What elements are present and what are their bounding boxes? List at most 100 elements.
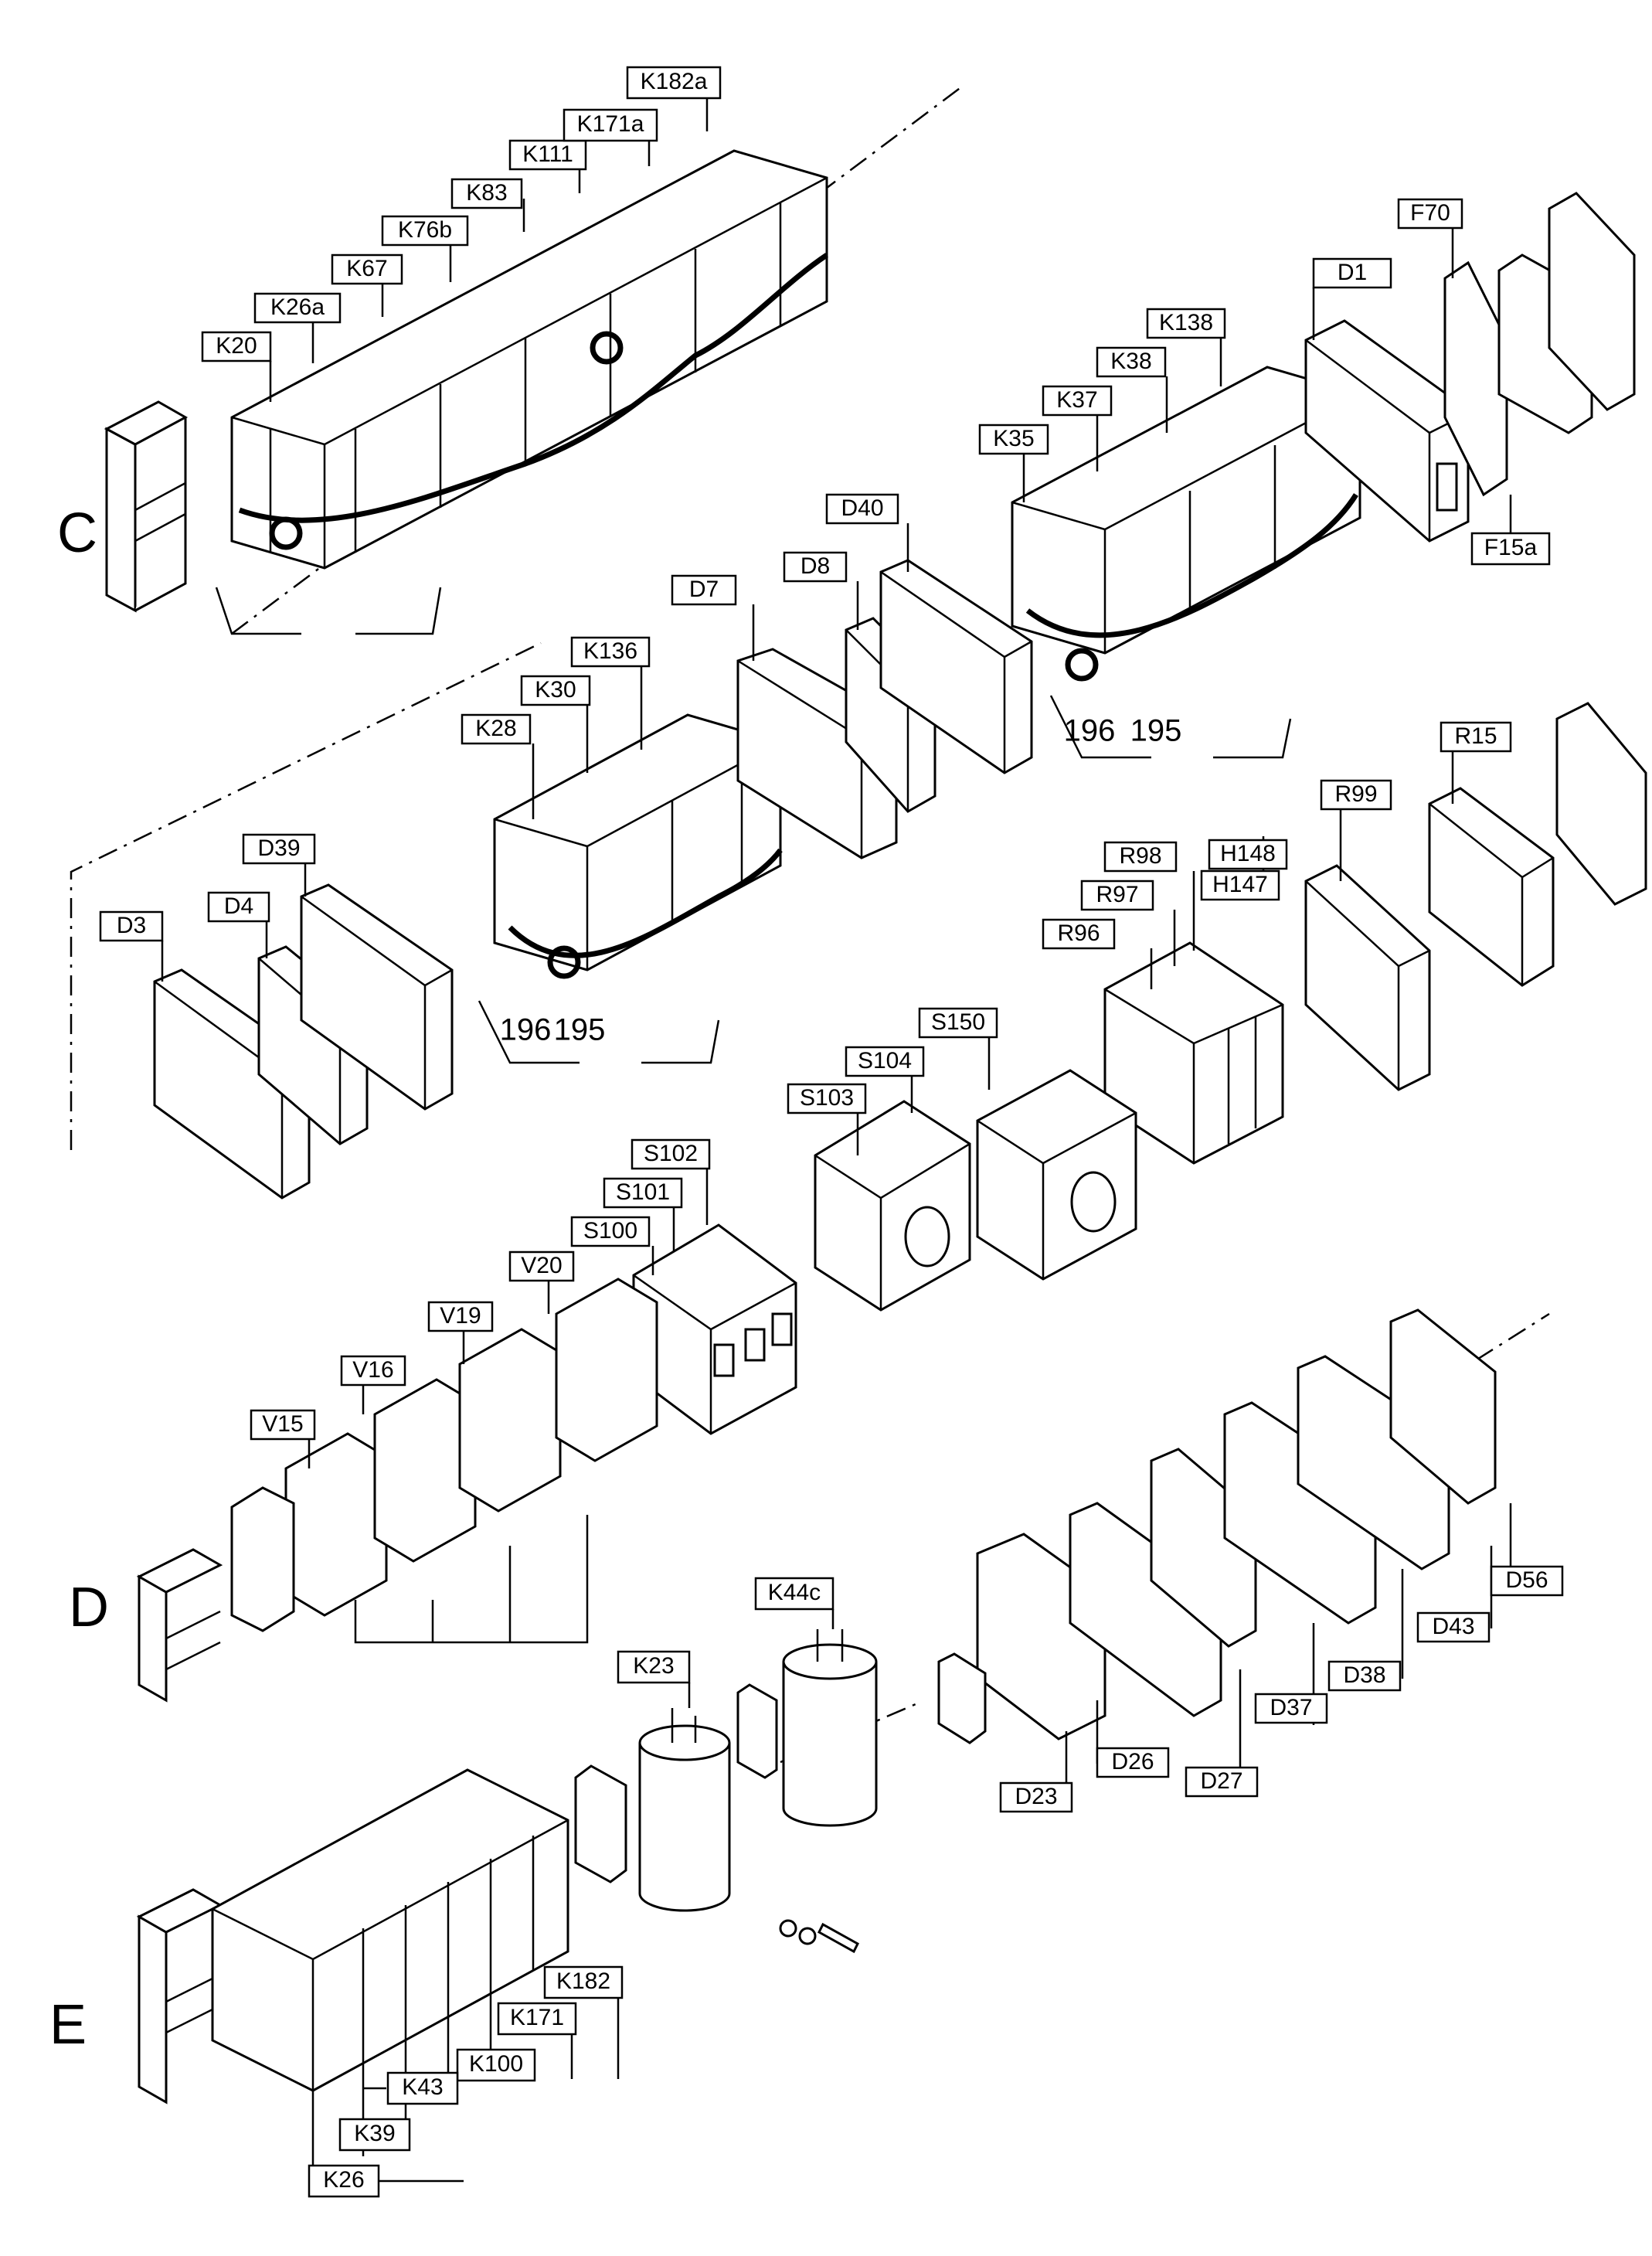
svg-text:V16: V16: [352, 1357, 393, 1383]
label-s103: S103: [787, 1083, 867, 1114]
label-k23: K23: [617, 1650, 691, 1684]
label-k26: K26: [308, 2164, 380, 2198]
label-k43: K43: [386, 2071, 459, 2105]
label-k30: K30: [520, 675, 591, 706]
label-k76b: K76b: [381, 215, 469, 247]
label-d4: D4: [207, 891, 270, 923]
label-k35: K35: [978, 424, 1049, 455]
svg-text:S104: S104: [858, 1048, 912, 1074]
label-d56: D56: [1490, 1565, 1564, 1597]
svg-text:K26a: K26a: [270, 294, 325, 320]
svg-text:K171a: K171a: [577, 111, 644, 137]
label-d40: D40: [825, 493, 899, 525]
svg-text:K44c: K44c: [768, 1580, 821, 1605]
label-d37: D37: [1254, 1693, 1328, 1724]
svg-text:D3: D3: [117, 913, 146, 938]
svg-text:K43: K43: [402, 2074, 443, 2100]
relay-row-right: [1011, 366, 1361, 759]
label-k37: K37: [1042, 385, 1113, 417]
labels-c-upper: K20 K26a K67 K76b K83 K111 K171a K182a: [201, 66, 722, 362]
svg-text:S103: S103: [800, 1085, 854, 1111]
svg-text:F15a: F15a: [1484, 535, 1538, 560]
label-r15: R15: [1440, 721, 1512, 753]
label-s104: S104: [845, 1046, 925, 1077]
svg-text:K37: K37: [1056, 387, 1097, 413]
label-s102: S102: [631, 1138, 711, 1170]
labels-v: V15 V16 V19 V20: [250, 1250, 575, 1441]
label-k26a: K26a: [253, 292, 342, 324]
svg-text:K136: K136: [583, 638, 637, 664]
svg-text:H148: H148: [1220, 841, 1276, 866]
label-r98: R98: [1103, 841, 1178, 873]
svg-text:D26: D26: [1111, 1749, 1154, 1775]
label-k111: K111: [508, 139, 587, 171]
svg-text:R97: R97: [1096, 882, 1138, 907]
timers-d3-d4-d39: [153, 883, 454, 1199]
terminal-mark-195-a: 195: [1130, 714, 1182, 748]
section-letter-c: C: [57, 502, 97, 564]
label-r96: R96: [1042, 918, 1116, 950]
svg-text:D40: D40: [841, 495, 883, 521]
timer-d1: [1304, 319, 1470, 543]
label-k136: K136: [570, 636, 651, 668]
label-k39: K39: [338, 2118, 411, 2152]
label-h148: H148: [1208, 839, 1288, 870]
section-letter-e: E: [49, 1994, 87, 2056]
svg-text:S101: S101: [616, 1179, 670, 1205]
label-d39: D39: [242, 833, 316, 865]
label-k20: K20: [201, 331, 272, 362]
svg-text:D56: D56: [1505, 1567, 1548, 1593]
timers-d-row: [976, 1308, 1497, 1740]
label-v19: V19: [427, 1301, 494, 1332]
svg-text:K26: K26: [323, 2167, 364, 2193]
label-d27: D27: [1185, 1766, 1259, 1798]
section-letter-d: D: [69, 1577, 109, 1638]
relay-row-lower: [478, 713, 783, 1064]
svg-text:K67: K67: [346, 256, 387, 281]
svg-text:R98: R98: [1119, 843, 1161, 869]
din-rail-d: [136, 1486, 295, 1703]
svg-text:K35: K35: [993, 426, 1034, 451]
svg-text:K100: K100: [469, 2051, 523, 2077]
label-k67: K67: [331, 254, 403, 285]
svg-text:D7: D7: [689, 577, 719, 602]
label-k171a: K171a: [563, 108, 658, 142]
label-h147: H147: [1200, 869, 1280, 901]
terminal-mark-196-b: 196: [500, 1013, 552, 1047]
svg-text:K23: K23: [633, 1653, 674, 1679]
label-k28: K28: [461, 713, 532, 745]
label-d43: D43: [1416, 1611, 1491, 1643]
resistor-modules-r99-r15: [1304, 702, 1647, 1091]
labels-r: R96 R97 R98 R99 R15 H147 H148: [1042, 721, 1512, 950]
svg-text:K83: K83: [466, 180, 507, 206]
svg-text:D38: D38: [1343, 1662, 1385, 1688]
svg-text:D37: D37: [1270, 1695, 1312, 1720]
label-k138: K138: [1146, 308, 1226, 339]
labels-e: K23 K44c K182 K171 K100 K43 K39 K26: [308, 1577, 834, 2198]
label-s100: S100: [570, 1216, 651, 1247]
label-d26: D26: [1096, 1747, 1170, 1778]
din-rail-c: [104, 400, 189, 613]
svg-text:R96: R96: [1057, 920, 1100, 946]
svg-text:S150: S150: [931, 1009, 985, 1035]
svg-text:D1: D1: [1338, 260, 1367, 285]
svg-text:D23: D23: [1015, 1784, 1057, 1809]
svg-text:K138: K138: [1159, 310, 1213, 335]
label-d23: D23: [999, 1781, 1073, 1813]
svg-text:V15: V15: [262, 1411, 303, 1437]
label-f70: F70: [1397, 198, 1463, 230]
din-rail-e: [136, 1888, 223, 2105]
label-d1: D1: [1312, 257, 1392, 289]
svg-text:D43: D43: [1432, 1614, 1474, 1639]
svg-text:K76b: K76b: [398, 217, 452, 243]
labels-d-row: D56 D43 D38 D37 D27 D26 D23: [999, 1565, 1564, 1813]
capacitors: [574, 1629, 987, 1954]
label-s150: S150: [918, 1007, 998, 1039]
label-r99: R99: [1320, 779, 1392, 811]
svg-text:S102: S102: [644, 1141, 698, 1166]
label-r97: R97: [1080, 880, 1154, 911]
relay-row-upper: [215, 149, 828, 635]
svg-text:D4: D4: [224, 893, 253, 919]
svg-text:S100: S100: [583, 1218, 637, 1244]
